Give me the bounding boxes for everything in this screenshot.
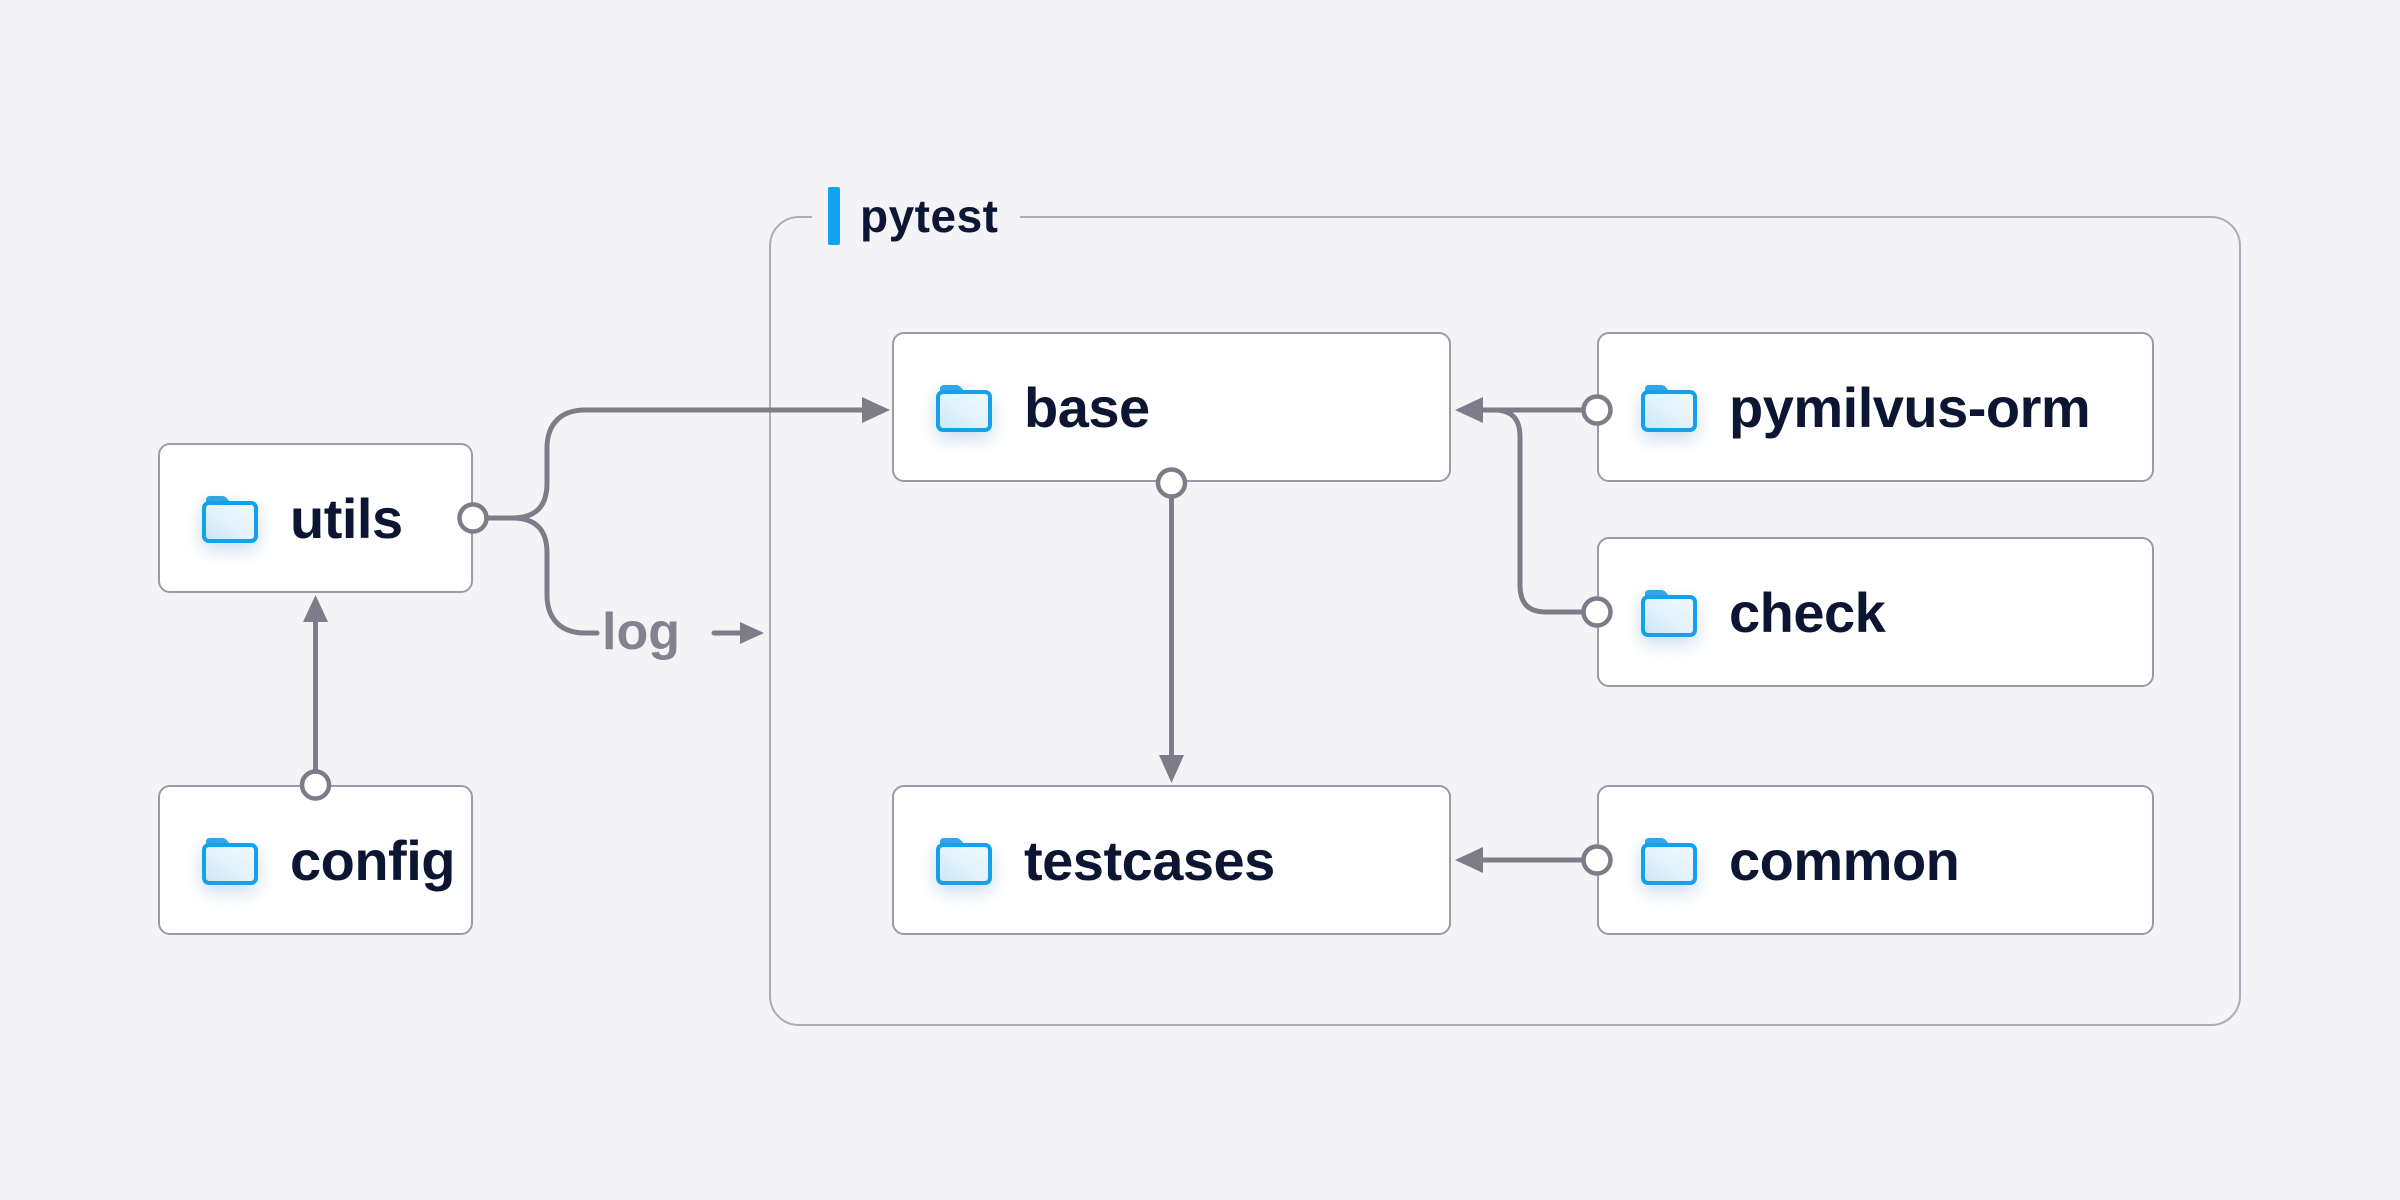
node-config: config [158, 785, 473, 935]
folder-icon [1641, 385, 1697, 432]
node-label: common [1729, 828, 1960, 892]
pytest-container-title: pytest [860, 190, 999, 242]
folder-icon [936, 838, 992, 885]
pytest-container-label: pytest [812, 181, 1021, 251]
arrowhead-right-small-icon [740, 622, 764, 644]
node-label: testcases [1024, 828, 1275, 892]
node-label: config [290, 828, 455, 892]
arrowhead-up-icon [303, 595, 328, 622]
node-check: check [1597, 537, 2154, 687]
folder-icon [936, 385, 992, 432]
accent-bar-icon [828, 187, 840, 245]
node-label: check [1729, 580, 1886, 644]
folder-icon [202, 496, 258, 543]
edge-utils-log [509, 515, 600, 636]
node-utils: utils [158, 443, 473, 593]
folder-icon [1641, 590, 1697, 637]
node-label: pymilvus-orm [1729, 375, 2091, 439]
folder-icon [1641, 838, 1697, 885]
node-label: utils [290, 486, 403, 550]
pytest-container [769, 216, 2241, 1026]
folder-icon [202, 838, 258, 885]
node-common: common [1597, 785, 2154, 935]
node-base: base [892, 332, 1451, 482]
edge-label-log: log [602, 603, 680, 661]
node-pymilvus-orm: pymilvus-orm [1597, 332, 2154, 482]
node-label: base [1024, 375, 1150, 439]
node-testcases: testcases [892, 785, 1451, 935]
